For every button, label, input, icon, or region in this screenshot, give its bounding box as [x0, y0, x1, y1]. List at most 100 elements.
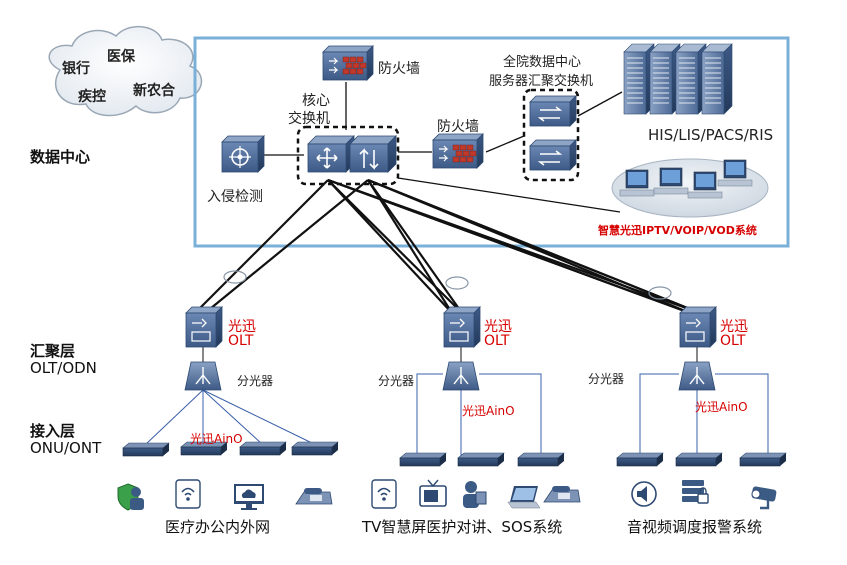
section-label-access: 接入层	[30, 422, 76, 440]
fiber-branch1	[144, 389, 204, 446]
section-sub-access: ONU/ONT	[30, 439, 102, 457]
uplink-line	[367, 179, 453, 314]
ont-branch2-1	[399, 452, 447, 467]
olt1-label-line1: 光迅	[228, 319, 256, 335]
section-sub-aggregation: OLT/ODN	[30, 359, 97, 377]
iptv-terminal-1	[619, 169, 655, 197]
section-label-aggregation: 汇聚层	[30, 342, 76, 360]
section-label-datacenter: 数据中心	[30, 148, 91, 166]
fiber-branch2-right	[479, 373, 542, 458]
olt-device-1	[185, 306, 223, 348]
ainO3-label: 光迅AinO	[695, 400, 748, 414]
ont-branch1-1	[122, 442, 170, 457]
server-2	[649, 43, 681, 115]
footer-branch1: 医疗办公内外网	[165, 518, 271, 536]
datacenter-links	[263, 82, 623, 213]
optical-splitter-1	[184, 361, 222, 391]
olt2-label-line2: OLT	[484, 333, 510, 349]
olt3-label-line2: OLT	[720, 333, 746, 349]
fiber-branch3-right	[715, 373, 769, 458]
core-to-olt-links	[194, 178, 701, 315]
iptv-terminal-4	[717, 159, 753, 187]
ip-phone-icon	[543, 486, 581, 503]
fiber-branch3-left	[639, 373, 679, 458]
server-aggregation-switch-top	[529, 95, 577, 127]
ont-branch1-2	[180, 441, 228, 456]
server-switch-group-frame	[522, 88, 580, 182]
uplink-line	[367, 178, 701, 315]
storage-lock-icon	[682, 480, 709, 504]
uplink-line	[204, 179, 369, 314]
firewall-top	[322, 45, 374, 81]
iptv-system-label: 智慧光迅IPTV/VOIP/VOD系统	[598, 224, 757, 237]
olt2-label-line1: 光迅	[484, 319, 512, 335]
firewall-top-label: 防火墙	[378, 61, 420, 77]
uplink-line	[367, 179, 463, 314]
server-4	[701, 43, 733, 115]
fiber-branch1	[202, 389, 315, 445]
ont-branch2-2	[457, 452, 505, 467]
cloud-label-medical-insurance: 医保	[107, 49, 135, 65]
ainO1-label: 光迅AinO	[190, 432, 243, 446]
uplink-line	[327, 179, 453, 314]
core-switch-label-line1: 核心	[302, 93, 330, 109]
footer-branch2: TV智慧屏医护对讲、SOS系统	[362, 518, 563, 536]
iptv-terminal-2	[653, 167, 689, 195]
user-terminal-icon	[463, 481, 487, 508]
speaker-icon	[631, 481, 657, 507]
device-layer	[122, 43, 787, 467]
uplink-line	[327, 178, 691, 315]
security-guard-icon	[117, 483, 144, 511]
firewall-mid-label: 防火墙	[437, 119, 479, 135]
laptop-icon	[507, 486, 541, 509]
server-3	[675, 43, 707, 115]
external-networks-cloud	[48, 26, 203, 117]
olt-device-2	[443, 306, 481, 348]
link-rings	[223, 270, 672, 300]
ip-phone-icon	[295, 488, 333, 505]
uplink-line	[327, 179, 463, 314]
cloud-label-bank: 银行	[62, 61, 90, 77]
fiber-distribution-lines	[144, 373, 769, 458]
ont-branch3-3	[739, 452, 787, 467]
core-switch-right	[349, 135, 397, 173]
cloud-label-rural-coop: 新农合	[133, 83, 175, 99]
core-switch-label-line2: 交换机	[288, 111, 330, 127]
server-switch-label-line1: 全院数据中心	[503, 55, 582, 70]
olt1-label-line2: OLT	[228, 333, 254, 349]
ont-branch2-3	[517, 452, 565, 467]
iptv-terminal-3	[687, 171, 723, 199]
olt3-label-line1: 光迅	[720, 319, 748, 335]
olt-device-3	[679, 306, 717, 348]
wifi-ap-icon	[175, 479, 201, 509]
ont-branch1-4	[291, 441, 339, 456]
server-aggregation-switch-bottom	[529, 139, 577, 171]
monitor-cloud-icon	[234, 484, 264, 510]
wifi-ap-icon	[371, 479, 397, 509]
fiber-branch2-left	[416, 373, 443, 458]
ainO2-label: 光迅AinO	[462, 404, 515, 418]
endpoint-icons-layer	[117, 479, 777, 511]
ont-branch3-1	[616, 452, 664, 467]
splitter1-label: 分光器	[237, 374, 274, 388]
ont-branch3-2	[675, 452, 723, 467]
tv-icon	[419, 479, 447, 507]
ids-label: 入侵检测	[207, 189, 263, 205]
footer-branch3: 音视频调度报警系统	[627, 518, 763, 536]
camera-icon	[751, 486, 777, 510]
ont-branch1-3	[239, 441, 287, 456]
optical-splitter-3	[678, 361, 716, 391]
server-1	[623, 43, 655, 115]
servers-label: HIS/LIS/PACS/RIS	[648, 126, 774, 144]
fiber-branch1	[202, 389, 263, 445]
server-switch-label-line2: 服务器汇聚交换机	[489, 74, 594, 89]
cloud-label-cdc: 疾控	[78, 89, 106, 105]
splitter3-label: 分光器	[588, 372, 625, 386]
core-switch-left	[307, 135, 355, 173]
firewall-middle	[432, 133, 484, 169]
optical-splitter-2	[442, 361, 480, 391]
uplink-line	[194, 179, 329, 314]
datacenter-frame	[193, 36, 790, 248]
splitter2-label: 分光器	[378, 374, 415, 388]
core-switch-group-frame	[296, 125, 400, 186]
